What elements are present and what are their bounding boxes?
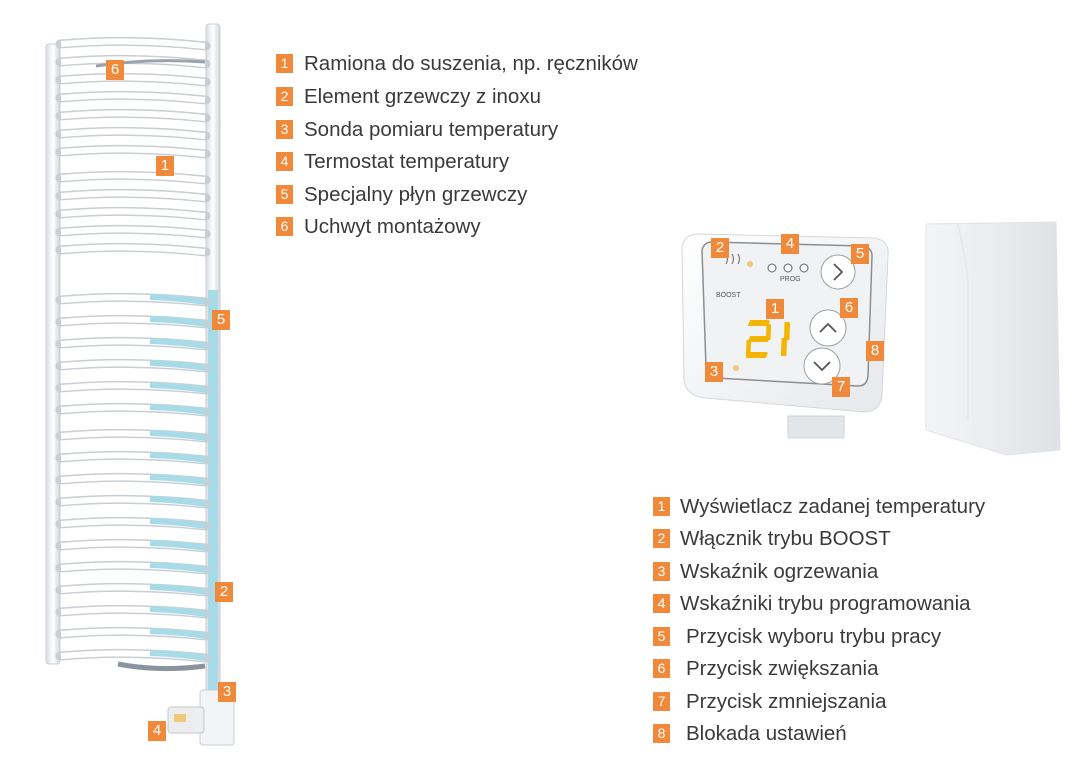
radiator-fluid [149, 628, 207, 639]
legend-number-badge: 1 [276, 54, 293, 73]
thermostat-callout-3: 3 [705, 362, 723, 382]
legend-text: Element grzewczy z inoxu [304, 85, 541, 108]
legend-text: Przycisk wyboru trybu pracy [686, 625, 942, 648]
legend-text: Uchwyt montażowy [304, 215, 481, 238]
digit-segment [748, 320, 770, 326]
radiator-fluid [149, 382, 207, 393]
radiator-legend: 1 Ramiona do suszenia, np. ręczników 2 E… [276, 52, 736, 242]
legend-text: Wskaźniki trybu programowania [680, 592, 971, 615]
thermostat-callout-2: 2 [711, 238, 729, 258]
digit-segment [766, 324, 771, 340]
thermostat-callout-1: 1 [766, 299, 784, 319]
radiator-crossbar-face [60, 190, 206, 201]
thermostat-legend: 1 Wyświetlacz zadanej temperatury 2 Włąc… [653, 495, 1073, 755]
legend-text: Sonda pomiaru temperatury [304, 118, 559, 141]
radiator-crossbar-face [60, 172, 206, 183]
radiator-callout-5: 5 [212, 310, 230, 330]
radiator-fluid [149, 338, 207, 349]
legend-number-badge: 4 [276, 152, 293, 171]
legend-text: Wskaźnik ogrzewania [680, 560, 879, 583]
radiator-crossbar-face [60, 226, 206, 237]
legend-text: Przycisk zwiększania [686, 657, 879, 680]
thermostat-drawing [681, 221, 1061, 456]
temperature-display [746, 318, 806, 360]
radiator-fluid [149, 584, 207, 595]
legend-text: Ramiona do suszenia, np. ręczników [304, 52, 638, 75]
legend-number-badge: 7 [653, 692, 670, 711]
radiator-fluid [149, 540, 207, 551]
radiator-callout-2: 2 [215, 582, 233, 602]
digit-segment [746, 352, 768, 358]
digit-segment [784, 322, 790, 340]
radiator-crossbar-face [60, 208, 206, 219]
digit-segment [748, 336, 770, 342]
legend-number-badge: 2 [653, 529, 670, 548]
legend-text: Wyświetlacz zadanej temperatury [680, 495, 986, 518]
radiator-callout-3: 3 [218, 682, 236, 702]
thermostat-illustration: BOOST PROG [676, 220, 1066, 460]
radiator-fluid [149, 562, 207, 573]
digit-segment [781, 338, 787, 356]
radiator-crossbar-face [60, 244, 206, 255]
legend-number-badge: 1 [653, 497, 670, 516]
legend-number-badge: 3 [653, 562, 670, 581]
radiator-callout-1: 1 [156, 156, 174, 176]
radiator-illustration [0, 0, 260, 760]
radiator-fluid [149, 496, 207, 507]
radiator-fluid [149, 474, 207, 485]
thermostat-callout-5: 5 [851, 244, 869, 264]
radiator-crossbar-face [60, 146, 206, 157]
digit-segment [746, 340, 751, 356]
radiator-crossbar-face [60, 128, 206, 139]
legend-number-badge: 8 [653, 724, 670, 743]
thermostat-callout-8: 8 [866, 341, 884, 361]
legend-number-badge: 3 [276, 120, 293, 139]
thermostat-callout-7: 7 [832, 377, 850, 397]
radiator-crossbar-face [60, 110, 206, 121]
radiator-drawing [45, 23, 235, 746]
radiator-fluid [149, 316, 207, 327]
radiator-callout-6: 6 [106, 60, 124, 80]
radiator-crossbar-face [60, 74, 206, 85]
thermostat-callout-4: 4 [781, 234, 799, 254]
radiator-callout-4: 4 [148, 721, 166, 741]
radiator-fluid [149, 452, 207, 463]
radiator-fluid [149, 606, 207, 617]
radiator-fluid [149, 518, 207, 529]
radiator-crossbar-face [60, 38, 206, 49]
radiator-fluid [149, 650, 207, 661]
radiator-fluid [149, 294, 207, 305]
radiator-fluid [149, 404, 207, 415]
radiator-fluid [149, 430, 207, 441]
prog-label: PROG [780, 276, 801, 283]
legend-number-badge: 5 [276, 185, 293, 204]
legend-text: Specjalny płyn grzewczy [304, 183, 528, 206]
legend-number-badge: 4 [653, 594, 670, 613]
thermostat-callout-6: 6 [840, 298, 858, 318]
legend-number-badge: 5 [653, 627, 670, 646]
legend-number-badge: 6 [653, 659, 670, 678]
boost-label: BOOST [716, 292, 741, 299]
legend-text: Blokada ustawień [686, 722, 847, 745]
radiator-crossbar-face [60, 92, 206, 103]
legend-number-badge: 2 [276, 87, 293, 106]
legend-number-badge: 6 [276, 217, 293, 236]
radiator-fluid [149, 360, 207, 371]
legend-text: Przycisk zmniejszania [686, 690, 887, 713]
legend-text: Termostat temperatury [304, 150, 510, 173]
legend-text: Włącznik trybu BOOST [680, 527, 891, 550]
